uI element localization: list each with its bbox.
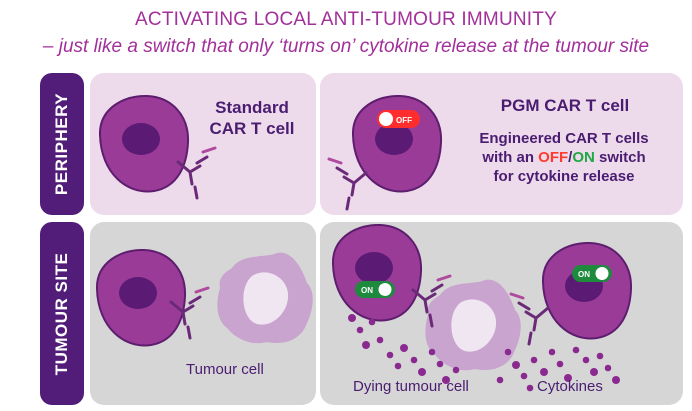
cytokine-dot: [520, 372, 528, 380]
cytokine-dot: [548, 348, 556, 356]
pgm-desc-slash: /: [568, 148, 573, 166]
cytokines-label: Cytokines: [537, 378, 603, 395]
standard-car-t-label: Standard CAR T cell: [200, 97, 304, 140]
pgm-desc-line1: Engineered CAR T cells: [479, 130, 649, 147]
tumour-cell-label: Tumour cell: [186, 361, 264, 378]
cytokine-dot: [612, 376, 620, 384]
cytokine-dot: [436, 360, 444, 368]
cytokine-particles: [348, 314, 620, 392]
row-label-periphery: PERIPHERY: [40, 73, 84, 215]
cytokine-dot: [526, 384, 534, 392]
cytokine-dot: [530, 356, 538, 364]
cytokine-dot: [362, 341, 370, 349]
cytokine-dot: [504, 348, 512, 356]
cytokine-dot: [590, 368, 598, 376]
cytokine-dot: [348, 314, 356, 322]
pgm-desc-on: ON: [572, 148, 595, 166]
cytokine-dot: [376, 336, 384, 344]
on-switch-label-left: ON: [361, 286, 373, 295]
off-switch-icon: OFF: [377, 110, 420, 128]
row-label-tumour-site: TUMOUR SITE: [40, 222, 84, 405]
pgm-car-t-description: Engineered CAR T cells with an OFF/ON sw…: [448, 130, 680, 186]
pgm-car-t-cell-activated-right: [509, 241, 633, 346]
cytokine-dot: [418, 368, 426, 376]
cytokine-dot: [512, 361, 520, 369]
standard-car-t-line1: Standard: [215, 98, 289, 117]
cytokine-dot: [540, 368, 548, 376]
cytokine-dot: [356, 326, 364, 334]
on-switch-icon: ON: [355, 281, 395, 298]
page-title: ACTIVATING LOCAL ANTI-TUMOUR IMMUNITY: [135, 9, 557, 30]
dying-tumour-cell-label: Dying tumour cell: [353, 378, 469, 395]
pgm-desc-line2: with an OFF/ON switch: [448, 149, 680, 168]
cytokine-dot: [596, 352, 604, 360]
page-subtitle: – just like a switch that only ‘turns on…: [42, 36, 650, 57]
pgm-desc-pre: with an: [482, 148, 539, 166]
cytokine-dot: [442, 376, 450, 384]
on-switch-icon: ON: [572, 265, 612, 282]
tumour-cell: [217, 252, 313, 344]
cytokine-dot: [496, 376, 504, 384]
cytokine-dot: [582, 356, 590, 364]
cytokine-dot: [386, 351, 394, 359]
cytokine-dot: [564, 374, 572, 382]
cytokine-dot: [428, 348, 436, 356]
standard-car-t-line2: CAR T cell: [209, 119, 295, 139]
cytokine-dot: [410, 356, 418, 364]
standard-car-t-cell-at-tumour: [95, 248, 210, 347]
cytokine-dot: [400, 344, 408, 352]
cytokine-dot: [556, 360, 564, 368]
standard-car-t-cell: [98, 94, 217, 200]
dying-tumour-cell: [425, 279, 521, 371]
pgm-desc-off: OFF: [538, 148, 569, 166]
pgm-car-t-title: PGM CAR T cell: [500, 96, 630, 115]
cytokine-dot: [604, 364, 612, 372]
pgm-desc-line3: for cytokine release: [493, 167, 635, 185]
cytokine-dot: [572, 346, 580, 354]
pgm-desc-post: switch: [594, 148, 646, 166]
off-switch-label: OFF: [396, 116, 412, 125]
cytokine-dot: [452, 366, 460, 374]
cytokine-dot: [394, 362, 402, 370]
on-switch-label-right: ON: [578, 270, 590, 279]
cytokine-dot: [368, 318, 376, 326]
